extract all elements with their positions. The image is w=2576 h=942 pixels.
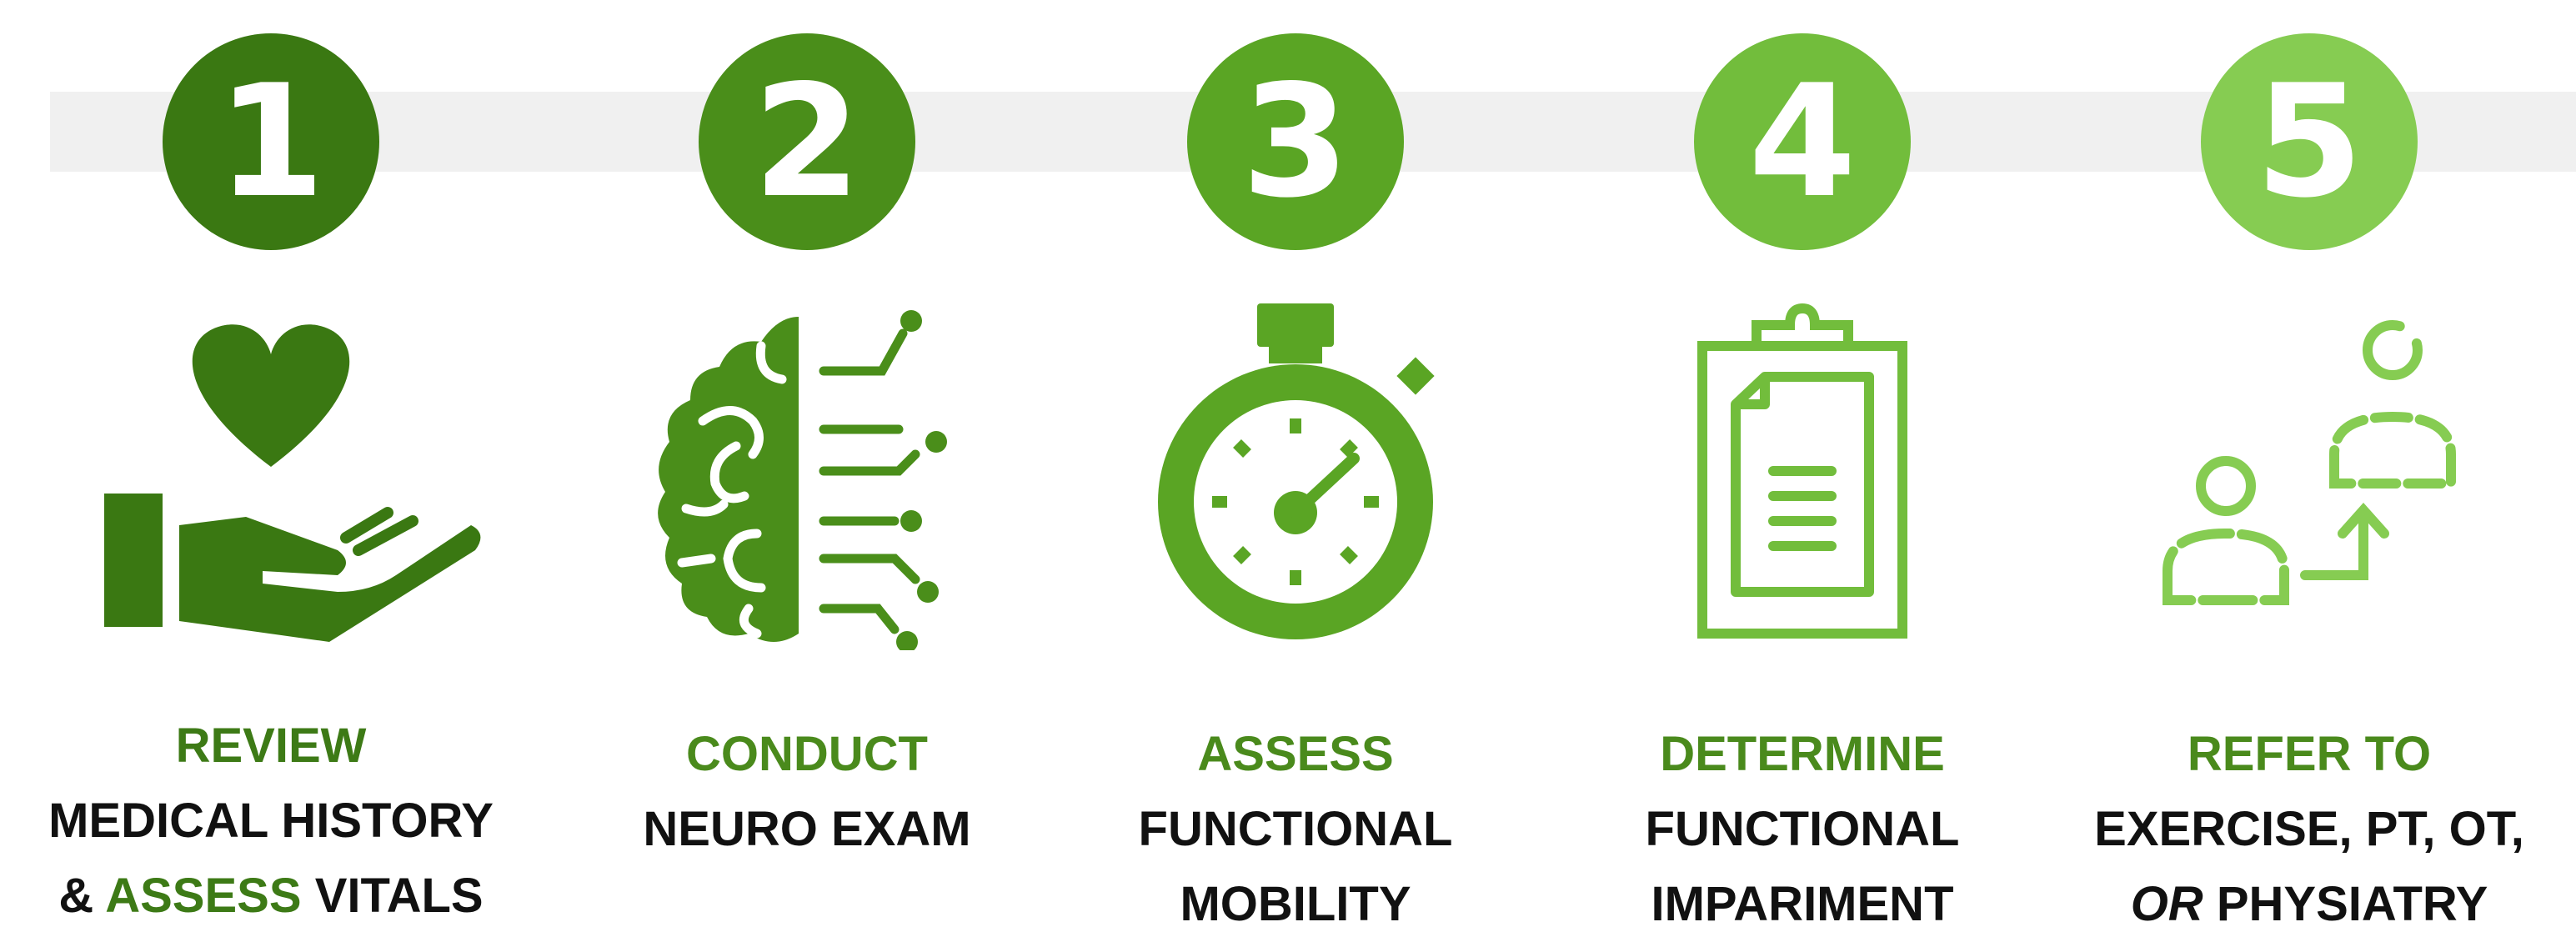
step-5-label: REFER TO EXERCISE, PT, OT, OR PHYSIATRY (2059, 717, 2559, 942)
step-4-number-circle: 4 (1694, 33, 1911, 250)
step-1-line-3: & ASSESS VITALS (58, 869, 484, 923)
step-5-number-circle: 5 (2201, 33, 2418, 250)
step-5: 5 REFER TO EXERCISE, PT, OT, OR PHYSIATR… (2059, 0, 2559, 931)
step-4-action: DETERMINE (1660, 727, 1945, 781)
step-5-number: 5 (2255, 51, 2363, 232)
step-4-label: DETERMINE FUNCTIONAL IMPARIMENT (1552, 717, 2052, 942)
step-3-number-circle: 3 (1187, 33, 1404, 250)
step-1-number-circle: 1 (163, 33, 379, 250)
step-4: 4 DETERMINE FUNCTIONAL IMPARIMENT (1552, 0, 2052, 931)
step-2-number: 2 (753, 51, 861, 232)
step-1-number: 1 (217, 51, 325, 232)
step-4-line-3: IMPARIMENT (1651, 877, 1954, 931)
step-3-action: ASSESS (1197, 727, 1394, 781)
step-2-number-circle: 2 (699, 33, 915, 250)
referral-people-icon (2163, 320, 2456, 605)
step-3-label: ASSESS FUNCTIONAL MOBILITY (1045, 717, 1546, 942)
stopwatch-icon (1158, 303, 1435, 639)
step-2-line-2: NEURO EXAM (643, 802, 971, 856)
step-4-number: 4 (1748, 51, 1857, 232)
step-1-label: REVIEW MEDICAL HISTORY & ASSESS VITALS (21, 709, 521, 934)
step-5-line-2: EXERCISE, PT, OT, (2094, 802, 2524, 856)
step-3-line-3: MOBILITY (1180, 877, 1411, 931)
step-1-accent: ASSESS (105, 869, 302, 923)
step-2: 2 CONDUCT NEURO EXA (557, 0, 1057, 914)
step-3-line-2: FUNCTIONAL (1138, 802, 1453, 856)
brain-circuit-icon (658, 310, 947, 650)
step-4-line-2: FUNCTIONAL (1645, 802, 1960, 856)
step-1-action: REVIEW (175, 719, 367, 773)
step-5-line-3: OR PHYSIATRY (2130, 877, 2488, 931)
step-3: 3 ASSESS FUNCTIONAL MOBILITY (1045, 0, 1546, 931)
step-3-number: 3 (1241, 51, 1350, 232)
step-1-line-2: MEDICAL HISTORY (48, 794, 494, 848)
step-2-label: CONDUCT NEURO EXAM (557, 717, 1057, 867)
step-2-action: CONDUCT (686, 727, 928, 781)
clipboard-document-icon (1697, 303, 1907, 639)
step-1: 1 REVIEW MEDICAL HISTORY & ASSESS VITALS (21, 0, 521, 923)
step-5-action: REFER TO (2187, 727, 2432, 781)
heart-in-hand-icon (104, 324, 481, 642)
